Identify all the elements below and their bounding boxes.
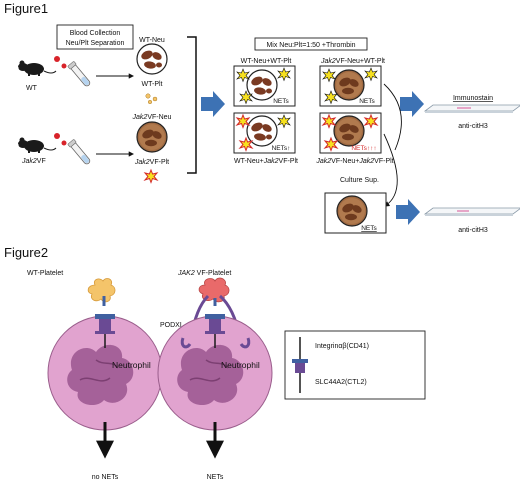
jak2vf-neu-label: Jak2VF-Neu xyxy=(132,114,172,121)
collection-line1: Blood Collection xyxy=(70,30,121,37)
slc-legend-swatch xyxy=(295,363,305,373)
integrin-legend-swatch xyxy=(292,359,308,363)
blood-drop-icon xyxy=(61,140,67,146)
wt-plt-label: WT-Plt xyxy=(142,81,163,88)
blood-drop-icon xyxy=(54,133,60,139)
wt-platelet-icon xyxy=(145,93,158,105)
culture-sup-panel: NETs xyxy=(324,192,387,234)
test-tube-icon xyxy=(67,138,93,167)
wt-mouse-label: WT xyxy=(26,85,38,92)
nets-up-label: NETs↑ xyxy=(272,145,291,152)
jak2vf-plt-label: Jak2VF-Plt xyxy=(134,159,169,166)
jak2vf-neutrophil-icon xyxy=(136,121,168,153)
jak2vf-mouse-label: Jak2VF xyxy=(21,158,46,165)
podxl-label: PODXL xyxy=(160,322,184,329)
nets-label: NETs xyxy=(359,98,375,105)
wt-wt-result-panel: NETs xyxy=(233,65,296,107)
blood-drop-icon xyxy=(54,56,60,62)
legend-slc-label: SLC44A2(CTL2) xyxy=(315,379,367,386)
legend-integrin-label: Integrinαβ(CD41) xyxy=(315,343,369,350)
wt-platelet-label: WT-Platelet xyxy=(27,270,63,277)
wt-jak2vf-label: WT-Neu+Jak2VF-Plt xyxy=(234,158,298,165)
jak2vf-receptor-complex xyxy=(180,314,251,349)
blue-arrow-icon xyxy=(396,199,420,225)
slide-icon xyxy=(424,104,520,114)
stain-mark xyxy=(457,210,469,212)
neutrophil-label-1: Neutrophil xyxy=(112,360,151,370)
mix-condition-box xyxy=(254,37,368,51)
wt-receptor-complex xyxy=(95,314,115,348)
wt-platelet-icon xyxy=(87,278,116,306)
wt-wt-label: WT-Neu+WT-Plt xyxy=(241,58,292,65)
immunostain-label: Immunostain xyxy=(453,95,493,102)
wt-mouse-icon xyxy=(16,60,57,77)
blue-arrow-icon xyxy=(201,91,225,117)
jak2vf-mouse-icon xyxy=(16,137,57,154)
test-tube-icon xyxy=(67,60,93,89)
jak2vf-jak2vf-label: Jak2VF-Neu+Jak2VF-Plt xyxy=(315,158,393,165)
jak2vf-wt-result-panel: NETs xyxy=(319,65,382,107)
jak2vf-platelet-icon xyxy=(189,277,242,339)
jak2vf-neutrophil-cell xyxy=(157,315,273,431)
collection-line2: Neu/Plt Separation xyxy=(66,40,125,47)
wt-neutrophil-icon xyxy=(136,43,168,75)
anti-cith3-label-2: anti-citH3 xyxy=(458,227,488,234)
figure1-title: Figure1 xyxy=(4,1,48,16)
grouping-bracket xyxy=(187,36,197,174)
jak2vf-wt-label: Jak2VF-Neu+WT-Plt xyxy=(320,58,385,65)
anti-cith3-label-1: anti-citH3 xyxy=(458,123,488,130)
nets-label: NETs xyxy=(361,225,377,232)
blood-collection-box: Blood Collection Neu/Plt Separation xyxy=(56,24,134,50)
wt-neutrophil-cell xyxy=(47,315,163,431)
nets-label: NETs xyxy=(273,98,289,105)
nets-up3-label: NETs↑↑↑ xyxy=(351,145,376,152)
blood-drop-icon xyxy=(61,63,67,69)
blue-arrow-icon xyxy=(400,91,424,117)
wt-jak2vf-result-panel: NETs↑ xyxy=(233,112,296,154)
jak2vf-jak2vf-result-panel: NETs↑↑↑ xyxy=(319,112,382,154)
wt-neu-label: WT-Neu xyxy=(139,37,165,44)
nets-outcome-label: NETs xyxy=(207,474,224,481)
mix-condition-label: Mix Neu:Plt=1:50 +Thrombin xyxy=(266,42,355,49)
slide-icon xyxy=(424,207,520,217)
culture-sup-arrow xyxy=(383,133,398,207)
culture-sup-label: Culture Sup. xyxy=(340,177,379,184)
jak2vf-platelet-icon xyxy=(144,169,158,183)
legend-box: Integrinαβ(CD41) SLC44A2(CTL2) xyxy=(284,330,426,400)
jak2vf-platelet-label: JAK2 VF-Platelet xyxy=(177,270,231,277)
neutrophil-label-2: Neutrophil xyxy=(221,360,260,370)
stain-mark xyxy=(457,107,471,109)
curved-arrow xyxy=(383,83,402,151)
figure2-title: Figure2 xyxy=(4,245,48,260)
no-nets-label: no NETs xyxy=(92,474,119,481)
